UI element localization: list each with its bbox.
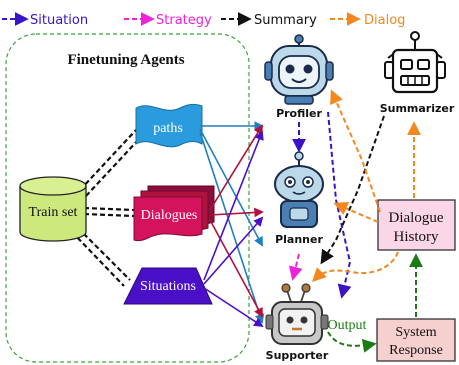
- situations-source: Situations: [123, 267, 213, 305]
- supporter-to-response-arrow: [327, 331, 377, 353]
- profiler-label: Profiler: [276, 107, 322, 120]
- legend-dialog: Dialog: [330, 12, 405, 28]
- paths-source: paths: [135, 103, 203, 148]
- antenna-robot-icon: [265, 283, 329, 345]
- summarizer-to-supporter-arrow: [320, 115, 385, 265]
- history-to-supporter-arrow: [312, 251, 399, 282]
- history-to-planner-arrow: [333, 201, 379, 223]
- legend-strategy-label: Strategy: [156, 13, 212, 28]
- legend-situation: Situation: [2, 12, 88, 28]
- dialogues-label: Dialogues: [141, 208, 198, 223]
- source-to-agent-links: [199, 121, 265, 328]
- summarizer-agent: Summarizer: [380, 31, 455, 115]
- train-set-cylinder: Train set: [19, 176, 87, 242]
- profiler-to-supporter-arrow: [327, 111, 352, 299]
- legend-strategy: Strategy: [124, 12, 212, 28]
- profiler-agent: Profiler: [264, 34, 334, 120]
- finetuning-group-border: [5, 33, 250, 363]
- situations-label: Situations: [140, 279, 196, 294]
- antenna-robot-icon: [274, 151, 324, 228]
- system-response-box: System Response: [376, 318, 456, 362]
- train-set-label: Train set: [29, 205, 78, 220]
- legend-summary-label: Summary: [254, 13, 317, 28]
- system-response-line1: System: [395, 325, 436, 340]
- dialogue-history-line1: Dialogue: [389, 210, 444, 226]
- supporter-label: Supporter: [266, 349, 329, 362]
- legend-summary: Summary: [221, 12, 317, 28]
- robot-head-icon: [264, 34, 334, 105]
- dialogue-history-box: Dialogue History: [377, 199, 456, 251]
- summarizer-robot-icon: [384, 31, 446, 94]
- agent-flow-arrows: [288, 89, 423, 353]
- legend-situation-label: Situation: [30, 13, 88, 28]
- summarizer-label: Summarizer: [380, 102, 455, 115]
- planner-to-supporter-arrow: [288, 253, 303, 281]
- output-label: Output: [328, 318, 367, 333]
- system-response-line2: Response: [389, 343, 443, 358]
- legend-dialog-label: Dialog: [364, 13, 405, 28]
- paths-label: paths: [153, 121, 183, 136]
- history-to-profiler-arrow: [330, 89, 381, 213]
- planner-label: Planner: [275, 233, 323, 246]
- planner-agent: Planner: [274, 151, 324, 246]
- trainset-links: [71, 129, 141, 287]
- dialogues-source: Dialogues: [133, 185, 215, 242]
- legend: Situation Strategy Summary Dialog: [2, 12, 405, 28]
- supporter-agent: Supporter: [265, 283, 329, 362]
- dialogue-history-line2: History: [394, 229, 440, 245]
- group-title: Finetuning Agents: [67, 52, 184, 68]
